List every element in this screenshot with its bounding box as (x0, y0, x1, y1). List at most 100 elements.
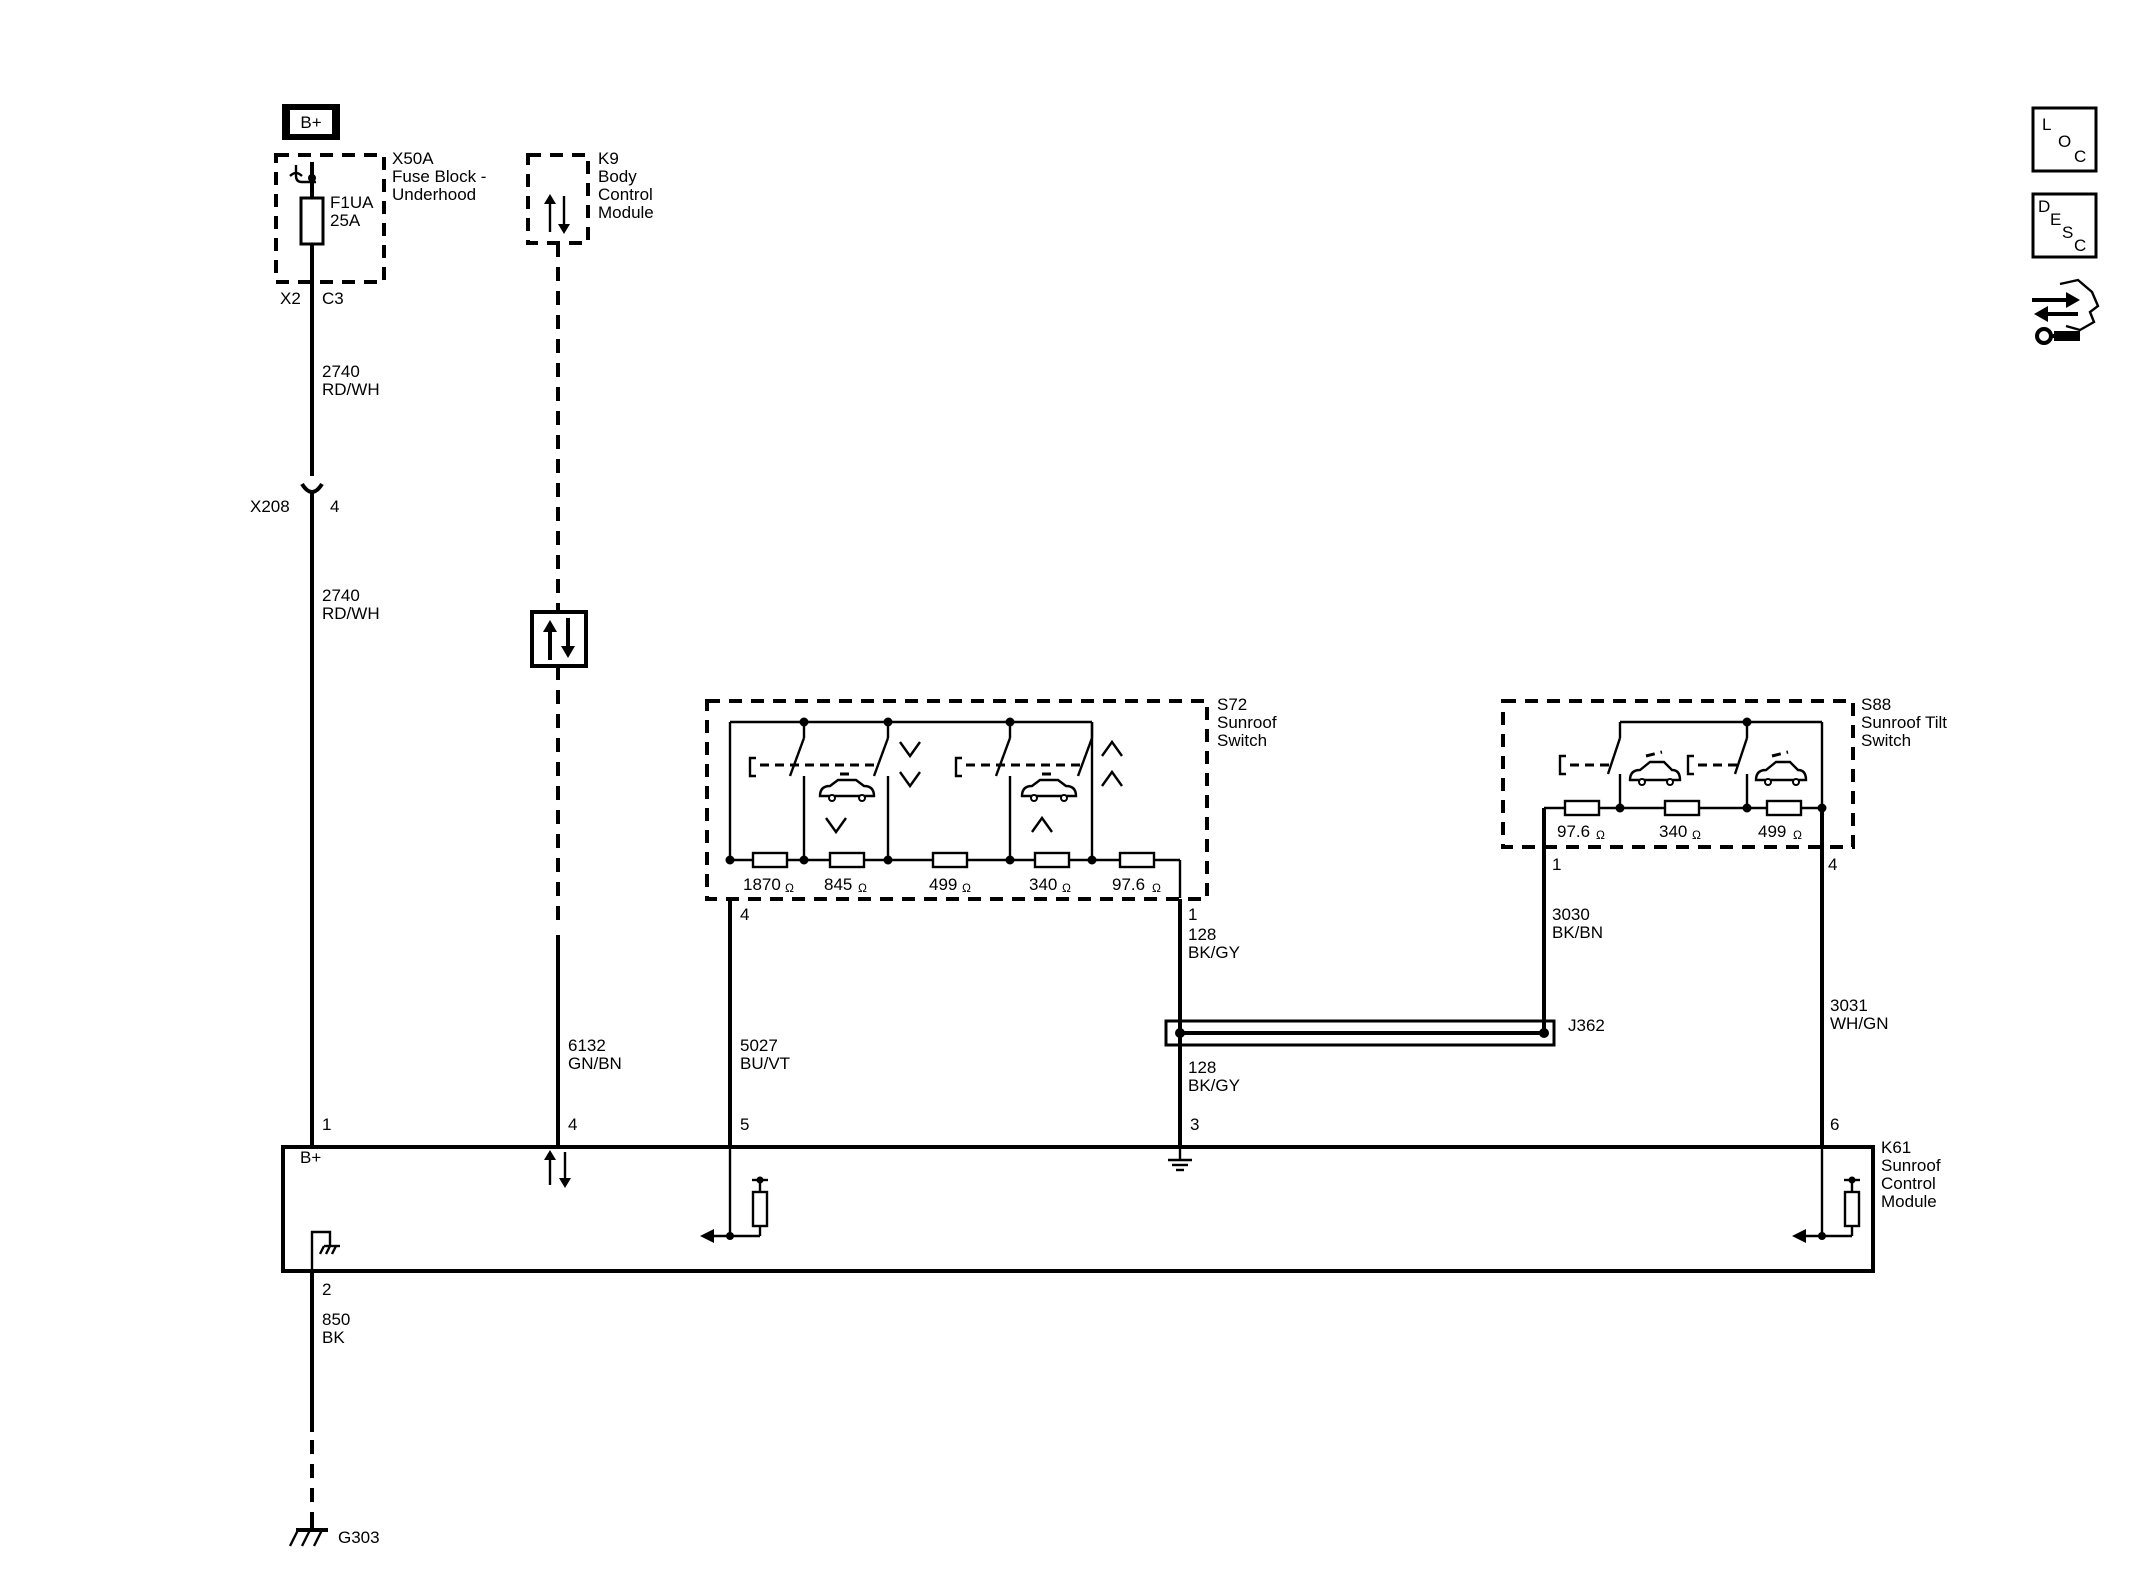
bcm-id: K9 (598, 149, 619, 168)
wire-128-lower-circuit: 128 (1188, 1058, 1216, 1077)
resistor-1870 (751, 851, 789, 869)
k61-pin-1: 1 (322, 1115, 331, 1134)
bcm-name-1: Body (598, 167, 637, 186)
resistor-340 (1033, 851, 1071, 869)
fuse-f1ua (299, 196, 325, 246)
diagnostic-tool-icon[interactable] (2032, 278, 2100, 345)
wire-2740-lower-circuit: 2740 (322, 586, 360, 605)
pull-up-input-circuit (1792, 1147, 1861, 1243)
description-icon-letter: S (2062, 223, 2073, 242)
inline-connector-id: X208 (250, 497, 290, 516)
wire-3031-color: WH/GN (1830, 1014, 1889, 1033)
k61-pin-5: 5 (740, 1115, 749, 1134)
wire-2740-upper-circuit: 2740 (322, 362, 360, 381)
fuse-id: F1UA (330, 193, 374, 212)
wire-3030-circuit: 3030 (1552, 905, 1590, 924)
car-icon (1020, 772, 1078, 802)
fuse-block-name-2: Underhood (392, 185, 476, 204)
serial-data-box-arrows-icon (543, 618, 575, 660)
wire-2740-lower-color: RD/WH (322, 604, 380, 623)
chevron-down-icon (899, 771, 921, 789)
location-icon-letter: L (2042, 115, 2051, 134)
s88-name-1: Sunroof Tilt (1861, 713, 1947, 732)
wire-128: 128 BK/GY J362 128 BK/GY (1164, 899, 1605, 1147)
location-icon-letter: C (2074, 147, 2086, 166)
s88-pin-left: 1 (1552, 855, 1561, 874)
wire-850: 850 BK G303 (288, 1271, 380, 1547)
s72-pin-left: 4 (740, 905, 749, 924)
ohm-symbol: Ω (1152, 881, 1161, 895)
battery-label: B+ (300, 113, 321, 132)
wire-6132-circuit: 6132 (568, 1036, 606, 1055)
signal-ground-icon (1168, 1147, 1192, 1172)
s88-resistor-value: 340 (1659, 822, 1687, 841)
wire-3030-color: BK/BN (1552, 923, 1603, 942)
sunroof-control-module-k61: K61 Sunroof Control Module 1 4 5 3 6 2 B… (281, 1115, 1941, 1299)
serial-data-arrows-icon (544, 1150, 571, 1188)
resistor-499 (1765, 799, 1803, 817)
resistor-97-6 (1118, 851, 1156, 869)
wire-128-lower-color: BK/GY (1188, 1076, 1240, 1095)
s72-pin-right: 1 (1188, 905, 1197, 924)
splice-id: J362 (1568, 1016, 1605, 1035)
serial-data-box (530, 610, 588, 668)
k61-name-2: Control (1881, 1174, 1936, 1193)
k61-id: K61 (1881, 1138, 1911, 1157)
k61-pin-3: 3 (1190, 1115, 1199, 1134)
k61-pin-2: 2 (322, 1280, 331, 1299)
chevron-up-icon (1101, 739, 1123, 757)
wire-2740-upper-color: RD/WH (322, 380, 380, 399)
ohm-symbol: Ω (1793, 828, 1802, 842)
k61-name-1: Sunroof (1881, 1156, 1941, 1175)
wire-850-circuit: 850 (322, 1310, 350, 1329)
battery-symbol: B+ (282, 104, 340, 140)
resistor-340 (1663, 799, 1701, 817)
wire-128-upper-circuit: 128 (1188, 925, 1216, 944)
ground-id: G303 (338, 1528, 380, 1547)
wire-3031-circuit: 3031 (1830, 996, 1868, 1015)
fuse-block-name-1: Fuse Block - (392, 167, 486, 186)
resistor-97-6 (1563, 799, 1601, 817)
wire-850-color: BK (322, 1328, 345, 1347)
pull-up-input-circuit (700, 1147, 769, 1243)
s88-pin-right: 4 (1828, 855, 1837, 874)
k61-name-3: Module (1881, 1192, 1937, 1211)
s72-name-2: Switch (1217, 731, 1267, 750)
wire-3030: 3030 BK/BN (1542, 808, 1603, 1033)
location-icon-letter: O (2058, 132, 2071, 151)
s72-resistor-value: 499 (929, 875, 957, 894)
s72-resistor-value: 1870 (743, 875, 781, 894)
s72-resistor-value: 340 (1029, 875, 1057, 894)
description-icon-letter: D (2038, 197, 2050, 216)
k61-pin-4: 4 (568, 1115, 577, 1134)
s88-resistor-value: 499 (1758, 822, 1786, 841)
fuse-connector-c3: C3 (322, 289, 344, 308)
description-icon[interactable]: D E S C (2031, 192, 2098, 259)
chevron-down-icon (899, 741, 921, 759)
location-icon[interactable]: L O C (2031, 106, 2098, 173)
wire-5027-circuit: 5027 (740, 1036, 778, 1055)
k61-b-plus-label: B+ (300, 1148, 321, 1167)
wire-5027: 5027 BU/VT (728, 899, 790, 1147)
car-icon (1628, 750, 1682, 786)
chassis-ground-icon (310, 1230, 340, 1271)
sunroof-switch-s72: S72 Sunroof Switch (705, 695, 1277, 924)
resistor-845 (828, 851, 866, 869)
wire-3031: 3031 WH/GN (1820, 808, 1889, 1147)
description-icon-letter: E (2050, 210, 2061, 229)
s72-name-1: Sunroof (1217, 713, 1277, 732)
wire-128-upper-color: BK/GY (1188, 943, 1240, 962)
inline-connector-pin: 4 (330, 497, 339, 516)
ohm-symbol: Ω (1062, 881, 1071, 895)
fuse-rating: 25A (330, 211, 361, 230)
s88-resistor-value: 97.6 (1557, 822, 1590, 841)
s72-id: S72 (1217, 695, 1247, 714)
wire-5027-color: BU/VT (740, 1054, 790, 1073)
s72-resistor-value: 97.6 (1112, 875, 1145, 894)
serial-data-arrows-icon (544, 194, 570, 234)
s72-resistor-value: 845 (824, 875, 852, 894)
chevron-up-icon (1031, 815, 1053, 833)
splice-pack-j362 (1164, 1019, 1556, 1047)
s88-name-2: Switch (1861, 731, 1911, 750)
